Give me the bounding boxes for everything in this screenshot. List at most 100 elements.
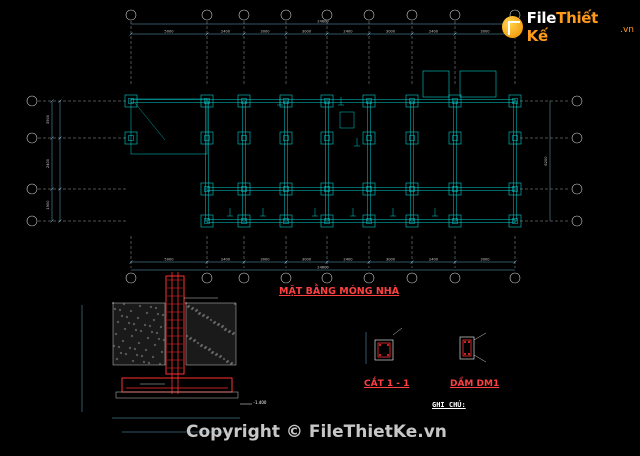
beam-rebar-dot: [464, 341, 466, 343]
soil-grain: [196, 341, 200, 345]
axis-bubble-bottom: [509, 272, 521, 284]
column: [512, 186, 518, 192]
soil-grain: [216, 323, 220, 327]
soil-grain: [199, 344, 203, 348]
soil-grain: [123, 327, 127, 331]
soil-grain: [212, 321, 216, 325]
dimension-tick: [325, 260, 329, 264]
soil-grain: [146, 336, 150, 340]
soil-grain: [125, 315, 129, 319]
right-dimension-text: 8200: [544, 156, 548, 166]
tank-outline-2: [459, 70, 497, 98]
column: [283, 135, 289, 141]
axis-bubble-left: [26, 215, 38, 227]
beam-title: DẦM DM1: [450, 379, 500, 389]
vertical-footing-beam: [410, 100, 414, 222]
strip-footing-beam: [206, 187, 516, 191]
soil-grain: [145, 311, 149, 315]
dimension-text: 2400: [429, 30, 439, 34]
cut-leader: [392, 327, 403, 336]
dimension-text: 3000: [260, 30, 270, 34]
soil-grain: [162, 338, 166, 342]
column: [512, 218, 518, 224]
soil-grain: [156, 312, 160, 316]
dimension-text: 2400: [343, 258, 353, 262]
column: [128, 135, 134, 141]
dimension-text: 5000: [164, 30, 174, 34]
lean-concrete: [115, 391, 239, 399]
soil-grain: [207, 348, 211, 352]
soil-grain: [205, 316, 209, 320]
soil-grain: [194, 309, 198, 313]
column-footing: [508, 182, 522, 196]
dimension-tick: [205, 260, 209, 264]
vertical-dimension-text: 3900: [46, 114, 50, 124]
dimension-tick: [410, 32, 414, 36]
foundation-plan: [124, 70, 522, 228]
soil-grain: [111, 301, 115, 305]
column-footing: [362, 94, 376, 108]
dimension-text: 3000: [480, 30, 490, 34]
column: [204, 135, 210, 141]
soil-grain: [225, 360, 229, 364]
column-footing: [362, 182, 376, 196]
soil-grain: [201, 314, 205, 318]
soil-grain: [197, 312, 201, 316]
beam-outline: [459, 336, 475, 360]
soil-grain: [129, 309, 133, 313]
column-footing: [320, 131, 334, 145]
soil-grain: [157, 337, 161, 341]
plan-title: MẶT BẰNG MÓNG NHÀ: [279, 286, 400, 297]
axis-bubble-top: [406, 9, 418, 21]
overall-dimension-text-bottom: 24600: [317, 266, 329, 270]
axis-bubble-top: [238, 9, 250, 21]
soil-grain: [150, 330, 154, 334]
dimension-tick: [129, 32, 133, 36]
column: [409, 218, 415, 224]
column-footing: [124, 131, 138, 145]
soil-grain: [210, 351, 214, 355]
beam-leader: [473, 332, 487, 341]
vertical-dimension-tick: [50, 219, 54, 223]
column: [324, 98, 330, 104]
column-footing: [448, 94, 462, 108]
column-footing: [279, 131, 293, 145]
column-footing: [320, 214, 334, 228]
axis-bubble-bottom: [201, 272, 213, 284]
column-footing: [237, 182, 251, 196]
soil-grain: [132, 322, 136, 326]
dimension-text: 5000: [164, 258, 174, 262]
site-logo: FileThiết Kế .vn: [502, 9, 634, 45]
column: [366, 218, 372, 224]
soil-grain: [136, 316, 140, 320]
soil-grain: [120, 314, 124, 318]
column-footing: [508, 131, 522, 145]
column-footing: [508, 94, 522, 108]
soil-grain: [121, 339, 125, 343]
section-title: CẮT 1 - 1: [364, 379, 410, 389]
axis-bubble-bottom: [363, 272, 375, 284]
logo-text: FileThiết Kế: [526, 9, 599, 45]
pit-outline: [339, 111, 355, 129]
soil-grain: [158, 362, 162, 366]
column-footing: [508, 214, 522, 228]
soil-hatch: [112, 302, 166, 366]
dimension-text: 3000: [302, 258, 312, 262]
soil-grain: [152, 318, 156, 322]
column: [366, 186, 372, 192]
dimension-tick: [129, 260, 133, 264]
soil-grain: [117, 345, 121, 349]
soil-grain: [134, 328, 138, 332]
dimension-text: 3000: [480, 258, 490, 262]
beam-leader-2: [473, 354, 487, 363]
foundation-section-detail: -1.400: [81, 272, 267, 433]
dimension-tick: [242, 260, 246, 264]
axis-bubble-top: [201, 9, 213, 21]
column: [241, 98, 247, 104]
vertical-dimension-tick: [58, 187, 62, 191]
dimension-tick: [284, 32, 288, 36]
rebar-dot: [379, 344, 381, 346]
dimension-tick: [367, 32, 371, 36]
column: [283, 98, 289, 104]
